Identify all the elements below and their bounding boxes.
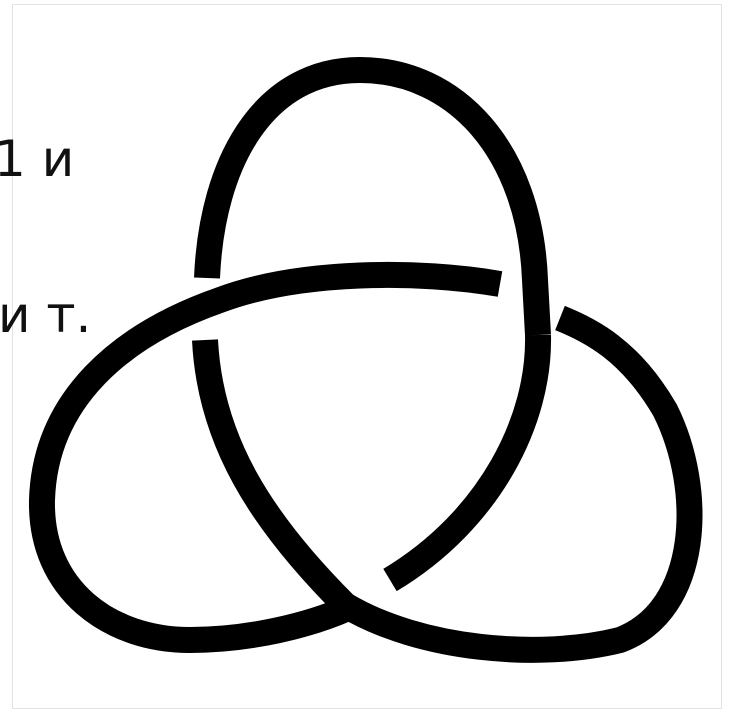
knot-strand-left-inner (205, 318, 689, 650)
knot-strand-left-loop (42, 275, 500, 640)
knot-strand-right-inner (390, 335, 538, 580)
